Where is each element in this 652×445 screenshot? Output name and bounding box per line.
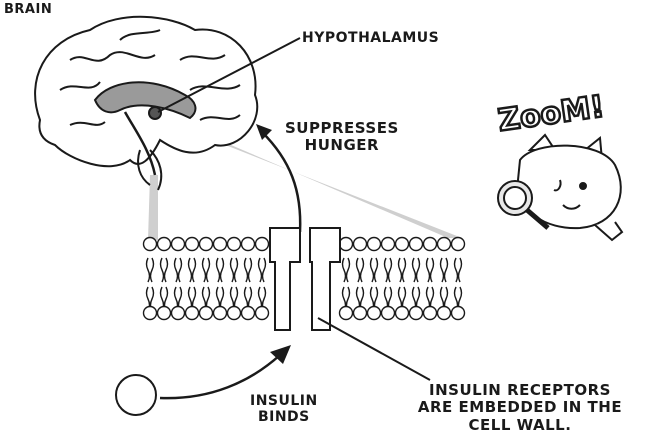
lipid-head: [172, 307, 185, 320]
lipid-tail: [235, 258, 238, 282]
lipid-head: [256, 307, 269, 320]
lipid-head: [410, 238, 423, 251]
lipid-tail: [151, 258, 154, 282]
lipid-tail: [347, 258, 350, 282]
lipid-tail: [445, 258, 448, 282]
lipid-tail: [147, 258, 150, 282]
lipid-tail: [221, 258, 224, 282]
lipid-head: [256, 238, 269, 251]
lipid-tail: [179, 258, 182, 282]
lipid-tail: [263, 258, 266, 282]
suppresses-hunger-label: SUPPRESSES HUNGER: [285, 120, 399, 155]
lipid-tail: [175, 258, 178, 282]
insulin-line-2: BINDS: [250, 409, 318, 425]
lipid-head: [158, 238, 171, 251]
lipid-tail: [389, 258, 392, 282]
lipid-head: [144, 238, 157, 251]
insulin-receptor: [270, 228, 340, 330]
suppresses-line-2: HUNGER: [285, 137, 399, 154]
lipid-head: [242, 238, 255, 251]
lipid-tail: [431, 258, 434, 282]
lipid-head: [340, 307, 353, 320]
zoom-badge: ZooM!: [496, 89, 606, 138]
lipid-head: [396, 307, 409, 320]
insulin-arrow: [160, 355, 280, 398]
lipid-head: [354, 307, 367, 320]
lipid-tail: [249, 258, 252, 282]
receptor-pointer: [318, 318, 430, 380]
receptors-line-3: CELL WALL.: [395, 417, 645, 434]
lipid-head: [144, 307, 157, 320]
lipid-tail: [231, 258, 234, 282]
lipid-head: [382, 238, 395, 251]
receptors-line-1: INSULIN RECEPTORS: [395, 382, 645, 399]
lipid-head: [396, 238, 409, 251]
hypothalamus-label: HYPOTHALAMUS: [302, 30, 439, 46]
lipid-tail: [361, 258, 364, 282]
lipid-tail: [193, 258, 196, 282]
lipid-tail: [245, 258, 248, 282]
lipid-head: [424, 238, 437, 251]
suppresses-arrowhead: [256, 124, 272, 140]
lipid-head: [438, 307, 451, 320]
lipid-tail: [455, 258, 458, 282]
insulin-molecule: [116, 375, 156, 415]
lipid-tail: [385, 258, 388, 282]
lipid-head: [368, 307, 381, 320]
brain-label: BRAIN: [4, 3, 52, 18]
lipid-tail: [207, 258, 210, 282]
insulin-line-1: INSULIN: [250, 393, 318, 409]
lipid-tail: [217, 258, 220, 282]
lipid-head: [410, 307, 423, 320]
lipid-head: [186, 307, 199, 320]
lipid-tail: [259, 258, 262, 282]
lipid-head: [438, 238, 451, 251]
lipid-head: [186, 238, 199, 251]
receptors-label: INSULIN RECEPTORS ARE EMBEDDED IN THE CE…: [395, 382, 645, 434]
lipid-tail: [203, 258, 206, 282]
lipid-head: [214, 238, 227, 251]
lipid-tail: [189, 258, 192, 282]
lipid-tail: [375, 258, 378, 282]
insulin-binds-label: INSULIN BINDS: [250, 393, 318, 425]
lipid-head: [354, 238, 367, 251]
lipid-head: [158, 307, 171, 320]
cat-with-magnifier-icon: [498, 135, 622, 240]
cell-membrane: [144, 238, 465, 320]
lipid-tail: [165, 258, 168, 282]
suppresses-line-1: SUPPRESSES: [285, 120, 399, 137]
lipid-tail: [417, 258, 420, 282]
lipid-head: [214, 307, 227, 320]
lipid-tail: [459, 258, 462, 282]
brain-icon: [35, 17, 257, 190]
lipid-tail: [357, 258, 360, 282]
lipid-head: [228, 238, 241, 251]
zoom-text: ZooM!: [496, 89, 606, 138]
lipid-head: [368, 238, 381, 251]
lipid-head: [382, 307, 395, 320]
lipid-head: [424, 307, 437, 320]
lipid-head: [200, 307, 213, 320]
lipid-head: [242, 307, 255, 320]
lipid-head: [340, 238, 353, 251]
lipid-tail: [441, 258, 444, 282]
lipid-tail: [427, 258, 430, 282]
lipid-tail: [371, 258, 374, 282]
lipid-tail: [343, 258, 346, 282]
lipid-tail: [399, 258, 402, 282]
lipid-head: [228, 307, 241, 320]
receptors-line-2: ARE EMBEDDED IN THE: [395, 399, 645, 416]
lipid-tail: [161, 258, 164, 282]
lipid-tail: [403, 258, 406, 282]
lipid-head: [452, 238, 465, 251]
lipid-tail: [413, 258, 416, 282]
lipid-head: [452, 307, 465, 320]
lipid-head: [200, 238, 213, 251]
lipid-head: [172, 238, 185, 251]
